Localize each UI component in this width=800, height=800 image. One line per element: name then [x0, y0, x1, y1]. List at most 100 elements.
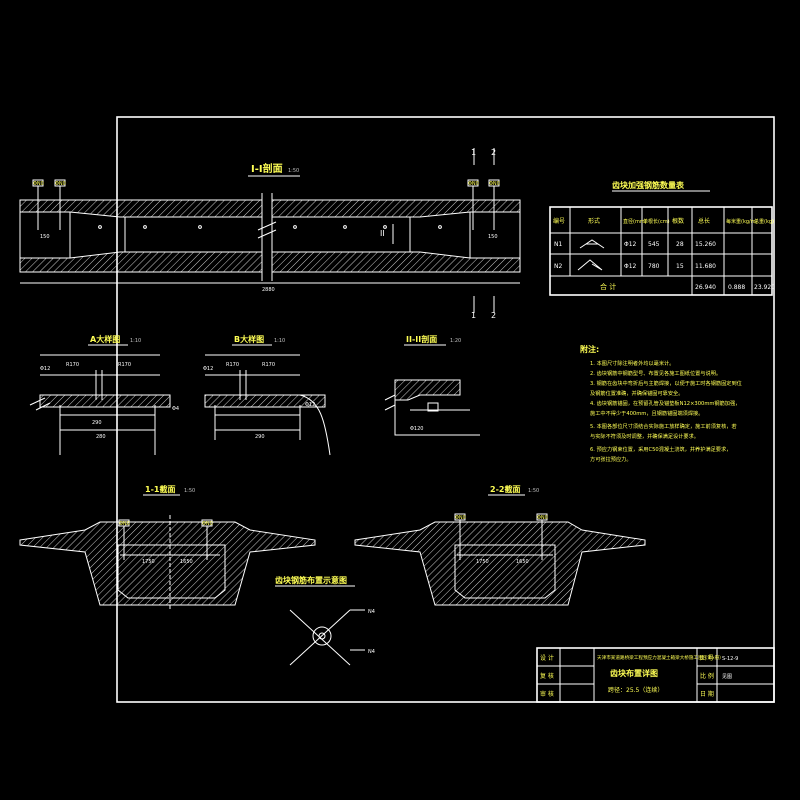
detail-a-title: A大样图 [90, 334, 120, 344]
detail-ii-dim-1: Φ120 [410, 426, 423, 432]
th-count: 根数 [672, 217, 684, 225]
bar-tag-left-1: ΦN0 [33, 181, 44, 187]
detail-a-dim-5: Φ4 [172, 406, 179, 412]
tb-row-label-2: 复 核 [540, 672, 554, 680]
dim-left: 150 [40, 234, 50, 240]
cut-label-2-top: 2 [491, 148, 496, 157]
section-2-tag-1: ΦN0 [455, 515, 466, 521]
section-2-tag-2: ΦN0 [537, 515, 548, 521]
section-1-view: 1-1截面 1:50 ΦN0 ΦN0 1750 1650 [19, 484, 316, 610]
detail-a-scale: 1:10 [130, 338, 141, 344]
row2-dia: Φ12 [624, 263, 637, 270]
duct-hole [438, 225, 442, 229]
note-line: 及钢筋位置准确，并确保锚固可靠安全。 [590, 389, 683, 397]
tendon-detail-view: 齿块钢筋布置示意图 N4 N4 [275, 575, 375, 666]
total-label: 合 计 [600, 282, 616, 291]
note-line: 5. 本图各部位尺寸须结合实际施工放样确定，施工前须复核，若 [590, 422, 737, 430]
section-2-scale: 1:50 [528, 488, 539, 494]
notes-block: 附注: 1. 本图尺寸除注明者外均以毫米计。 2. 齿块钢筋中钢筋型号、布置见各… [580, 344, 742, 463]
note-line: 施工中不得少于400mm，且钢筋锚固端须焊接。 [590, 409, 703, 417]
tendon-detail-title: 齿块钢筋布置示意图 [275, 575, 347, 585]
section-1-scale: 1:50 [184, 488, 195, 494]
notes-title: 附注: [580, 344, 599, 354]
duct-hole [343, 225, 347, 229]
detail-b-view: B大样图 1:10 Φ12 R170 R170 Φ12 290 [203, 334, 331, 456]
section-1-dim-1: 1750 [142, 559, 155, 565]
main-section-view: I-I剖面 1:50 1 2 [19, 148, 521, 320]
tb-right-label-3: 日 期 [700, 690, 714, 698]
drawing-frame [116, 116, 775, 703]
row1-len: 545 [648, 241, 660, 248]
detail-a-dim-1: R170 [66, 362, 79, 368]
tendon-label-2: N4 [368, 649, 375, 655]
tb-drawing-name: 齿块布置详图 [610, 668, 658, 678]
note-line: 3. 钢筋在齿块中弯折后与主筋焊接，以便于施工时各钢筋固定到位 [590, 379, 742, 387]
detail-ii-view: II-II剖面 1:20 Φ120 [384, 334, 480, 436]
duct-hole [143, 225, 147, 229]
total-weight: 23.920 [754, 284, 775, 291]
duct-hole [293, 225, 297, 229]
bar-tags-left: ΦN0 ΦN0 150 [32, 179, 66, 240]
row2-shape-icon [577, 259, 603, 271]
total-unitw: 0.888 [728, 284, 745, 291]
dim-right: 150 [488, 234, 498, 240]
detail-a-dim-3: Φ12 [40, 366, 50, 372]
bar-tag-right-1: ΦN0 [468, 181, 479, 187]
duct-hole [98, 225, 102, 229]
row2-len: 780 [648, 263, 660, 270]
detail-b-scale: 1:10 [274, 338, 285, 344]
cut-label-1-bottom: 1 [471, 311, 476, 320]
note-line: 1. 本图尺寸除注明者外均以毫米计。 [590, 359, 674, 367]
th-form: 形式 [588, 217, 600, 225]
row1-id: N1 [554, 241, 562, 248]
main-section-title: I-I剖面 [251, 162, 283, 175]
section-2-dim-2: 1650 [516, 559, 529, 565]
side-label: II [380, 229, 385, 238]
tb-right-label-2: 比 例 [700, 672, 714, 680]
detail-a-view: A大样图 1:10 R170 R170 Φ12 290 Φ4 280 [29, 334, 179, 455]
tb-project: 天津市某道路桥梁工程预应力混凝土箱梁大桥施工图（第x册） [597, 654, 724, 661]
row1-count: 28 [676, 241, 684, 248]
total-len: 26.940 [695, 284, 716, 291]
cut-label-2-bottom: 2 [491, 311, 496, 320]
th-weight: 总重(kg) [754, 218, 774, 225]
tb-row-label-3: 审 核 [540, 690, 554, 698]
break-symbol [257, 221, 277, 239]
row1-shape-icon [579, 239, 605, 249]
detail-a-dim-6: 280 [96, 434, 106, 440]
note-line: 6. 预应力钢束位置，采用C50混凝土浇筑，并养护满足要求， [590, 445, 731, 453]
row2-count: 15 [676, 263, 684, 270]
cut-label-1-top: 1 [471, 148, 476, 157]
section-1-tag-2: ΦN0 [202, 521, 213, 527]
row2-total: 11.680 [695, 263, 716, 270]
duct-hole [383, 225, 387, 229]
th-unitw: 每米重(kg/m) [726, 218, 758, 225]
detail-b-dim-5: 290 [255, 434, 265, 440]
section-2-view: 2-2截面 1:50 ΦN0 ΦN0 1750 1650 [354, 484, 646, 606]
section-1-dim-2: 1650 [180, 559, 193, 565]
th-id: 编号 [553, 217, 565, 225]
bar-tag-left-2: ΦN0 [55, 181, 66, 187]
detail-a-dim-4: 290 [92, 420, 102, 426]
row2-id: N2 [554, 263, 562, 270]
bar-tags-right: ΦN0 ΦN0 150 [467, 179, 500, 240]
title-block: 设 计 复 核 审 核 天津市某道路桥梁工程预应力混凝土箱梁大桥施工图（第x册）… [536, 647, 775, 703]
detail-b-dim-4: Φ12 [305, 402, 315, 408]
tb-row-label-1: 设 计 [540, 654, 554, 662]
rebar-table: 齿块加强钢筋数量表 编号 形式 直径(mm) 单根长(cm) 根数 总长 每米重… [549, 180, 775, 296]
detail-b-title: B大样图 [234, 334, 264, 344]
note-line: 方可张拉预应力。 [590, 455, 632, 463]
rebar-table-title: 齿块加强钢筋数量表 [612, 180, 685, 190]
length-dim: 2880 [262, 287, 275, 293]
th-len: 单根长(cm) [643, 218, 670, 225]
section-2-dim-1: 1750 [476, 559, 489, 565]
tendon-label-1: N4 [368, 609, 375, 615]
section-2-title: 2-2截面 [490, 484, 520, 494]
row1-total: 15.260 [695, 241, 716, 248]
detail-a-dim-2: R170 [118, 362, 131, 368]
end-diaphragm-right [469, 211, 521, 259]
duct-hole [198, 225, 202, 229]
end-diaphragm-left [19, 211, 71, 259]
tb-right-label-1: 图 号 [700, 655, 714, 662]
